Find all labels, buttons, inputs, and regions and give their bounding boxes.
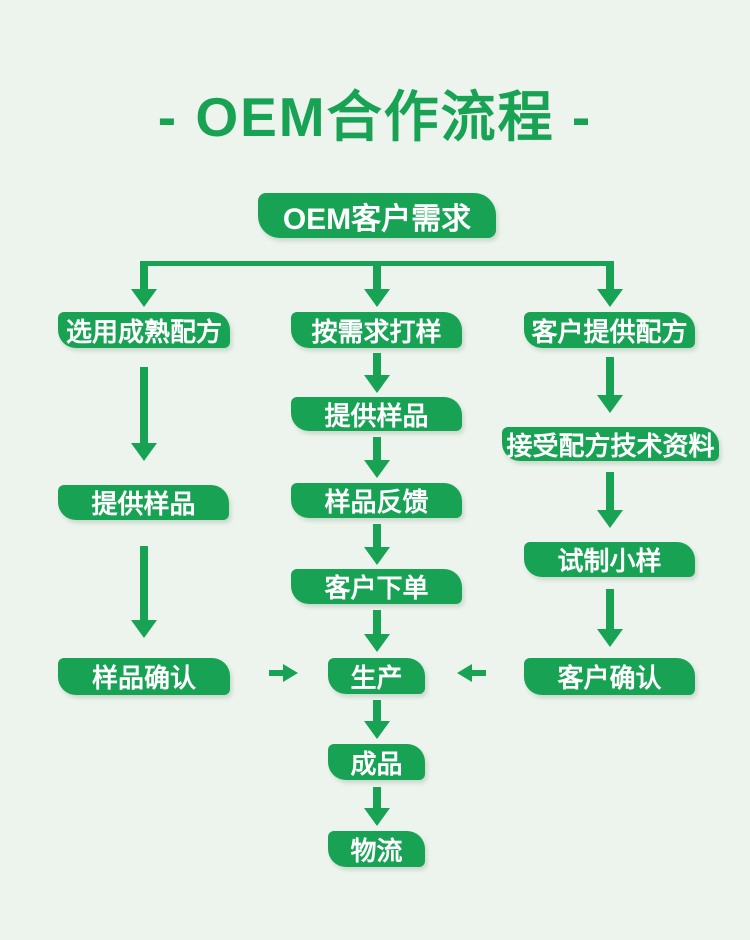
arrow-stem (373, 787, 381, 808)
arrow-head (131, 620, 157, 638)
node-logistics: 物流 (328, 831, 425, 867)
page-title: - OEM合作流程 - (157, 86, 593, 148)
arrow-down-icon (597, 261, 623, 307)
arrow-down-icon (597, 472, 623, 528)
arrow-down-icon (364, 437, 390, 478)
arrow-down-icon (364, 700, 390, 739)
arrow-stem (606, 472, 614, 510)
arrow-head (364, 547, 390, 565)
arrow-stem (373, 700, 381, 721)
arrow-stem (269, 670, 283, 676)
arrow-stem (373, 437, 381, 460)
arrow-stem (606, 589, 614, 629)
arrow-stem (472, 670, 486, 676)
arrow-down-icon (364, 610, 390, 652)
arrow-down-icon (597, 589, 623, 647)
node-sample-on-demand: 按需求打样 (291, 312, 462, 348)
arrow-head (131, 443, 157, 461)
arrow-stem (140, 261, 148, 289)
arrow-head (364, 634, 390, 652)
node-oem-customer-needs: OEM客户需求 (258, 193, 496, 238)
arrow-head (457, 664, 472, 682)
arrow-head (364, 460, 390, 478)
arrow-stem (140, 367, 148, 443)
arrow-head (283, 664, 298, 682)
arrow-head (131, 289, 157, 307)
arrow-stem (373, 524, 381, 547)
node-provide-sample-center: 提供样品 (291, 397, 462, 431)
arrow-stem (373, 610, 381, 634)
arrow-down-icon (364, 524, 390, 565)
arrow-head (597, 510, 623, 528)
arrow-stem (606, 261, 614, 289)
node-customer-confirmation: 客户确认 (524, 658, 695, 695)
node-provide-sample-left: 提供样品 (58, 485, 229, 520)
arrow-down-icon (131, 546, 157, 638)
arrow-left-icon (457, 664, 486, 682)
node-use-mature-formula: 选用成熟配方 (58, 312, 230, 348)
arrow-head (364, 808, 390, 826)
arrow-stem (373, 353, 381, 375)
arrow-stem (606, 357, 614, 395)
node-production: 生产 (328, 658, 425, 694)
arrow-head (597, 289, 623, 307)
node-sample-confirmation: 样品确认 (58, 658, 230, 695)
arrow-head (597, 395, 623, 413)
arrow-head (597, 629, 623, 647)
arrow-head (364, 289, 390, 307)
arrow-down-icon (131, 367, 157, 461)
node-sample-feedback: 样品反馈 (291, 483, 462, 518)
arrow-head (364, 721, 390, 739)
node-customer-provides-formula: 客户提供配方 (524, 312, 695, 348)
arrow-head (364, 375, 390, 393)
node-trial-small-sample: 试制小样 (524, 542, 695, 577)
node-receive-formula-technical-data: 接受配方技术资料 (502, 427, 719, 461)
arrow-down-icon (364, 261, 390, 307)
arrow-right-icon (269, 664, 298, 682)
arrow-down-icon (131, 261, 157, 307)
arrow-stem (373, 261, 381, 289)
node-finished-product: 成品 (328, 744, 425, 780)
arrow-down-icon (364, 787, 390, 826)
arrow-down-icon (597, 357, 623, 413)
node-customer-places-order: 客户下单 (291, 569, 462, 604)
arrow-stem (140, 546, 148, 620)
arrow-down-icon (364, 353, 390, 393)
